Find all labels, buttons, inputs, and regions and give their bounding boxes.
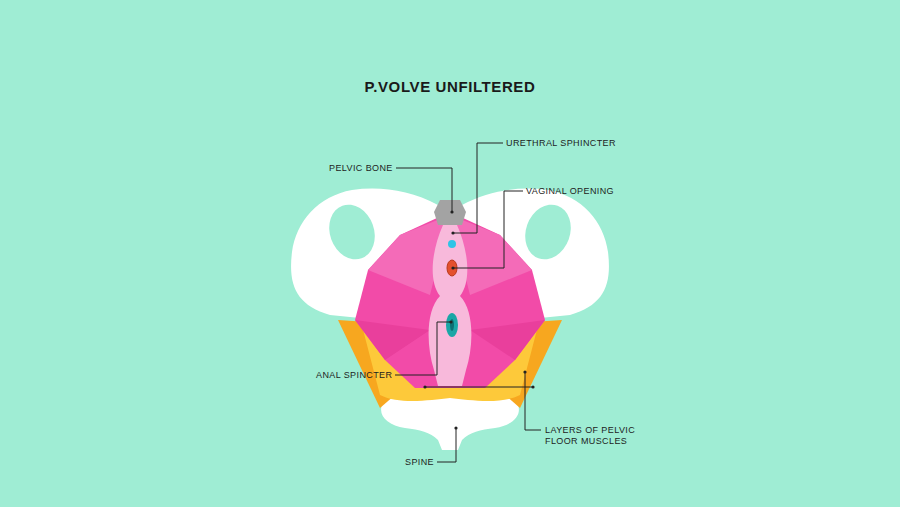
urethra: [448, 240, 456, 248]
muscle-layer-pink: [355, 212, 545, 388]
part-label: LAYERS OF PELVIC FLOOR MUSCLES: [545, 425, 655, 447]
pelvis-bones: [291, 189, 609, 450]
central-body: [429, 225, 472, 386]
muscle-shade: [355, 320, 430, 360]
anus: [446, 313, 458, 337]
part-label: ANAL SPINCTER: [316, 370, 392, 381]
obturator-hole: [322, 198, 382, 266]
leader-lines: [395, 143, 541, 462]
part-label: URETHRAL SPHINCTER: [506, 138, 616, 149]
pubic-bone: [434, 200, 466, 225]
title: P.VOLVE UNFILTERED: [0, 78, 900, 95]
part-label: VAGINAL OPENING: [526, 186, 614, 197]
obturator-hole: [518, 198, 578, 266]
leader-dots: [423, 210, 534, 429]
anus-center: [450, 319, 454, 331]
muscle-shade: [470, 320, 545, 360]
part-label: SPINE: [405, 457, 434, 468]
part-label: PELVIC BONE: [329, 163, 393, 174]
